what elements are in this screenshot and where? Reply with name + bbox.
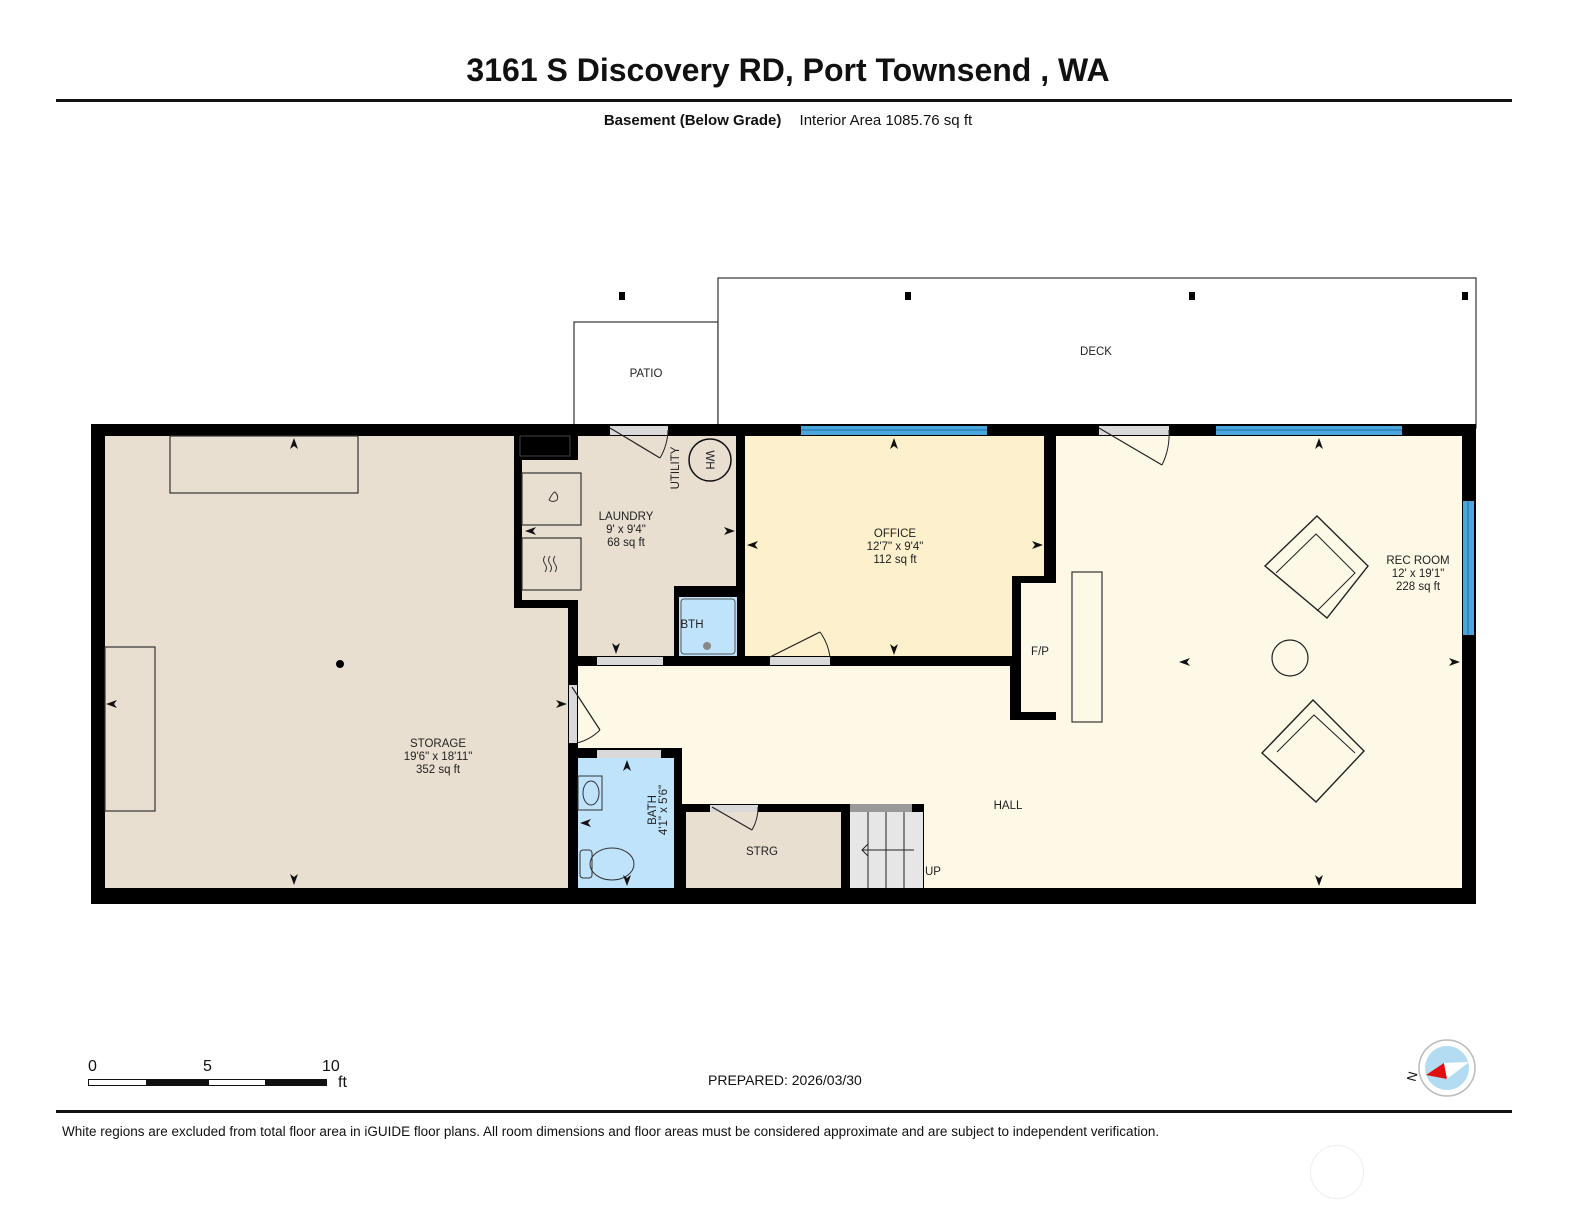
shower-label: BTH bbox=[681, 619, 704, 631]
dryer-icon bbox=[543, 555, 557, 573]
hall-label: HALL bbox=[994, 800, 1023, 812]
scale-tick-10: 10 bbox=[322, 1058, 340, 1075]
armchair-icon bbox=[1260, 699, 1365, 803]
room-shower: BTH bbox=[679, 597, 737, 656]
windows bbox=[801, 426, 1474, 635]
bath-dims: 4'1" x 5'6" bbox=[658, 785, 670, 835]
room-strg: STRG bbox=[686, 812, 841, 888]
rec-room-dims: 12' x 19'1" bbox=[1392, 568, 1445, 580]
room-rec-and-hall: F/P REC ROOM 12' x 19'1" 228 sq ft HALL bbox=[578, 436, 1462, 888]
scale-bar: 0 5 10 ft bbox=[88, 1058, 358, 1098]
compass-north-label: N bbox=[1404, 1070, 1421, 1083]
rec-room-label: REC ROOM bbox=[1386, 555, 1449, 567]
office-area: 112 sq ft bbox=[873, 554, 917, 566]
fireplace-label: F/P bbox=[1031, 646, 1049, 658]
deck-posts bbox=[619, 292, 1468, 300]
washer-icon bbox=[548, 491, 559, 502]
armchair-icon bbox=[1263, 515, 1369, 619]
deck-label: DECK bbox=[1080, 346, 1112, 358]
water-heater-icon bbox=[688, 438, 732, 482]
floor-level-label: Basement (Below Grade) bbox=[603, 112, 782, 129]
disclaimer-text: White regions are excluded from total fl… bbox=[62, 1124, 1160, 1139]
laundry-dims: 9' x 9'4" bbox=[606, 524, 646, 536]
property-address-title: 3161 S Discovery RD, Port Townsend , WA bbox=[466, 52, 1110, 88]
patio-area: PATIO bbox=[573, 321, 719, 429]
floor-summary: Basement (Below Grade) Interior Area 108… bbox=[0, 112, 1576, 129]
watermark-circle bbox=[1310, 1145, 1364, 1199]
laundry-area: 68 sq ft bbox=[607, 537, 646, 549]
storage-label: STORAGE bbox=[410, 738, 466, 750]
scale-unit: ft bbox=[338, 1074, 347, 1091]
utility-label: UTILITY bbox=[670, 446, 682, 489]
interior-area-label: Interior Area 1085.76 sq ft bbox=[799, 112, 973, 129]
scale-tick-5: 5 bbox=[203, 1058, 212, 1075]
room-storage: STORAGE 19'6" x 18'11" 352 sq ft bbox=[104, 435, 568, 888]
office-dims: 12'7" x 9'4" bbox=[867, 541, 924, 553]
room-bath: BATH 4'1" x 5'6" bbox=[577, 758, 674, 888]
patio-label: PATIO bbox=[630, 368, 663, 380]
laundry-label: LAUNDRY bbox=[599, 511, 654, 523]
water-heater-label: WH bbox=[703, 450, 715, 469]
strg-label: STRG bbox=[746, 846, 778, 858]
header-divider bbox=[56, 99, 1512, 102]
office-label: OFFICE bbox=[874, 528, 916, 540]
footer-divider bbox=[56, 1110, 1512, 1113]
prepared-date: PREPARED: 2026/03/30 bbox=[708, 1072, 862, 1088]
storage-area: 352 sq ft bbox=[416, 764, 461, 776]
fireplace bbox=[1021, 583, 1063, 712]
doors bbox=[569, 426, 1170, 831]
table-icon bbox=[1271, 639, 1309, 677]
stairs-up-label: UP bbox=[925, 866, 941, 878]
dimension-arrows bbox=[106, 438, 1460, 886]
storage-dims: 19'6" x 18'11" bbox=[404, 751, 473, 763]
deck-area: DECK bbox=[717, 277, 1477, 429]
room-office: OFFICE 12'7" x 9'4" 112 sq ft bbox=[745, 436, 1045, 656]
stairs: UP bbox=[850, 804, 941, 888]
rec-room-area: 228 sq ft bbox=[1396, 581, 1441, 593]
compass-icon: N bbox=[1404, 1039, 1476, 1097]
room-laundry: WH UTILITY LAUNDRY 9' x 9'4" 68 sq ft bbox=[519, 435, 736, 656]
bath-label: BATH bbox=[647, 795, 659, 825]
scale-tick-0: 0 bbox=[88, 1058, 97, 1075]
